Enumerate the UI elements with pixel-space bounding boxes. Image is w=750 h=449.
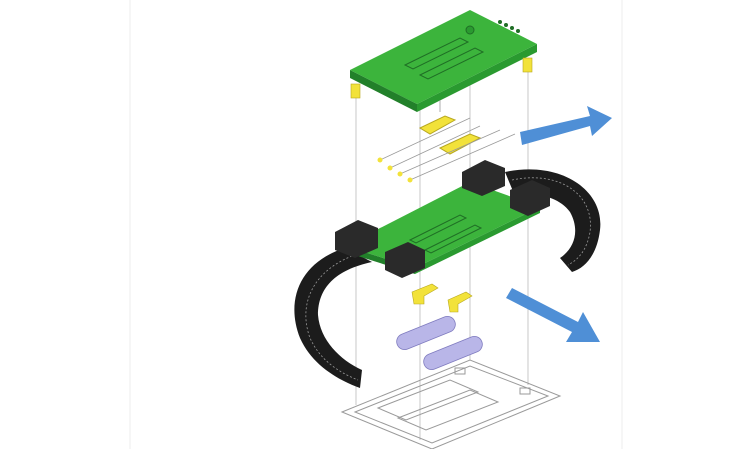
- yellow-buttons: [411, 283, 473, 313]
- gaskets: [396, 315, 483, 371]
- right-strap-stitching: [511, 177, 591, 266]
- left-strap: [294, 248, 372, 388]
- brass-standoffs: [350, 57, 533, 99]
- pin-connectors: [377, 100, 516, 183]
- right-strap: [505, 169, 601, 272]
- arrow-lower-right-icon: [506, 288, 600, 342]
- strap-clips: [335, 160, 550, 278]
- arrow-upper-right-icon: [520, 106, 612, 145]
- top-pcb: [350, 10, 537, 112]
- bottom-enclosure: [340, 359, 562, 449]
